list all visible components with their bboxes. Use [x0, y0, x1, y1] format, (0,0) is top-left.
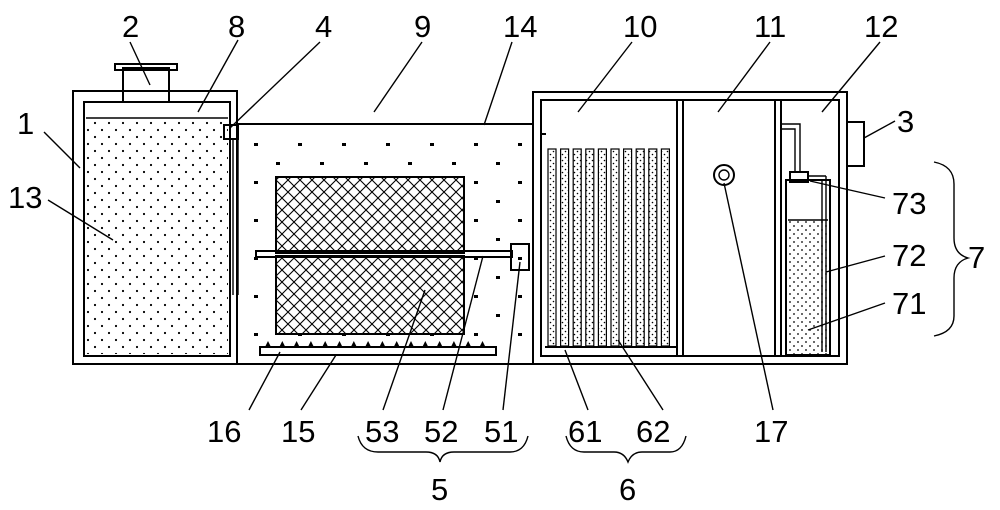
- filter-plate: [610, 148, 620, 347]
- label-17: 17: [754, 414, 788, 449]
- label-9: 9: [414, 9, 431, 44]
- filter-plate: [648, 148, 658, 347]
- label-11: 11: [754, 9, 786, 44]
- label-10: 10: [623, 9, 657, 44]
- part-labels: 2 8 4 9 14 10 11 12 1 13 3 73 72 71 7 16…: [8, 9, 985, 507]
- inlet-pipe: [122, 67, 170, 103]
- label-7: 7: [968, 240, 985, 275]
- nozzle: [479, 341, 486, 347]
- nozzle: [450, 341, 457, 347]
- label-61: 61: [568, 414, 602, 449]
- sensor: [713, 164, 735, 186]
- motor: [510, 243, 530, 271]
- nozzle: [293, 341, 300, 347]
- nozzle: [422, 341, 429, 347]
- label-4: 4: [315, 9, 332, 44]
- filter-plates: [547, 148, 671, 347]
- nozzle: [393, 341, 400, 347]
- nozzle: [379, 341, 386, 347]
- nozzle: [279, 341, 286, 347]
- filter-plate: [559, 148, 570, 347]
- filter-plate: [572, 148, 582, 347]
- nozzle: [436, 341, 443, 347]
- label-62: 62: [636, 414, 670, 449]
- label-8: 8: [228, 9, 245, 44]
- label-53: 53: [365, 414, 399, 449]
- outlet: [846, 121, 865, 167]
- nozzle: [336, 341, 343, 347]
- filter-plate: [660, 148, 671, 347]
- aerator-plate: [259, 346, 497, 356]
- nozzle: [307, 341, 314, 347]
- label-52: 52: [424, 414, 458, 449]
- left-tank: [72, 63, 239, 365]
- right-unit: [532, 91, 865, 365]
- nozzle: [350, 341, 357, 347]
- nozzle: [322, 341, 329, 347]
- filter-plate: [585, 148, 595, 347]
- label-15: 15: [281, 414, 315, 449]
- braces: [357, 161, 971, 464]
- filter-plate: [547, 148, 557, 347]
- label-2: 2: [122, 9, 139, 44]
- filter-plate: [635, 148, 645, 347]
- label-3: 3: [897, 104, 914, 139]
- label-6: 6: [619, 472, 636, 507]
- filter-plate: [622, 148, 633, 347]
- leader-lines: [43, 39, 896, 411]
- connector-pipe: [223, 124, 239, 140]
- nozzles: [265, 341, 486, 347]
- label-12: 12: [864, 9, 898, 44]
- middle-tank: [237, 123, 534, 365]
- label-13: 13: [8, 180, 42, 215]
- label-72: 72: [892, 238, 926, 273]
- fill-material-13: [86, 119, 228, 354]
- nozzle: [365, 341, 372, 347]
- label-5: 5: [431, 472, 448, 507]
- nozzle: [465, 341, 472, 347]
- label-14: 14: [503, 9, 537, 44]
- nozzle: [265, 341, 271, 347]
- label-71: 71: [892, 286, 926, 321]
- label-16: 16: [207, 414, 241, 449]
- label-51: 51: [484, 414, 518, 449]
- label-1: 1: [17, 106, 34, 141]
- filter-plate: [597, 148, 608, 347]
- label-73: 73: [892, 186, 926, 221]
- nozzle: [408, 341, 414, 347]
- cartridge-cap-73: [789, 171, 809, 183]
